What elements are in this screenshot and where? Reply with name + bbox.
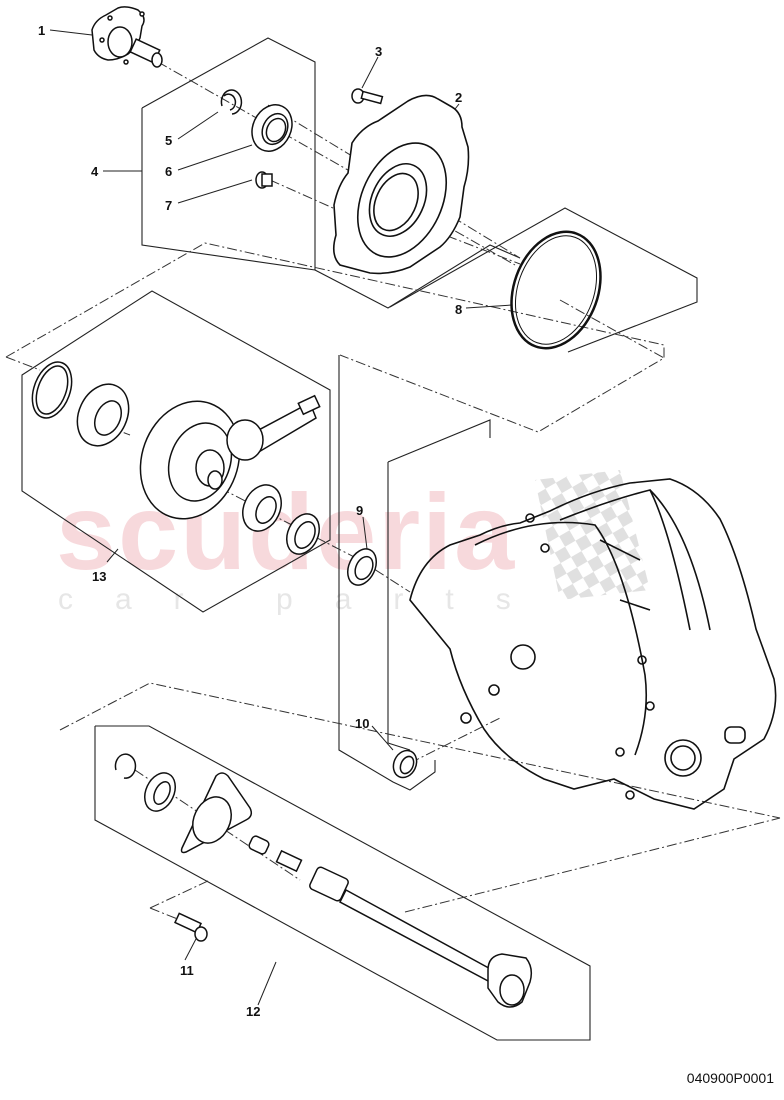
callout-9[interactable]: 9 [356,503,364,518]
watermark-logo: scuderia [56,471,517,592]
callout-1[interactable]: 1 [38,23,46,38]
part-3-bolt [351,88,384,105]
callout-13[interactable]: 13 [92,569,107,584]
transmission-housing [409,478,777,810]
callout-6[interactable]: 6 [165,164,173,179]
callout-3[interactable]: 3 [375,44,383,59]
callout-12[interactable]: 12 [246,1004,261,1019]
part-13-differential-kit [31,361,321,555]
kit-outline-13 [21,290,331,613]
kit-outline-8 [389,207,698,353]
watermark-subtitle: car parts [58,583,553,616]
part-2-cover [332,94,470,275]
callout-8[interactable]: 8 [455,302,463,317]
callout-2[interactable]: 2 [455,90,463,105]
part-7-plug [255,171,273,189]
callout-5[interactable]: 5 [165,133,173,148]
kit-outline-12 [94,725,591,1041]
part-8-o-ring [510,230,602,350]
part-9-shaft-seal [346,548,378,586]
callout-7[interactable]: 7 [165,198,173,213]
diagram-reference-code: 040900P0001 [686,1070,774,1086]
callout-10[interactable]: 10 [355,716,370,731]
part-5-circlip [220,89,243,115]
checkered-flag-icon [535,470,650,600]
part-12-drive-shaft-kit [114,753,533,1008]
part-6-shaft-seal [251,104,293,152]
callout-4[interactable]: 4 [91,164,99,179]
callout-11[interactable]: 11 [180,963,194,978]
part-1-flange-shaft [91,6,163,68]
part-11-bolt [174,912,208,942]
part-10-shaft-seal [392,749,418,779]
